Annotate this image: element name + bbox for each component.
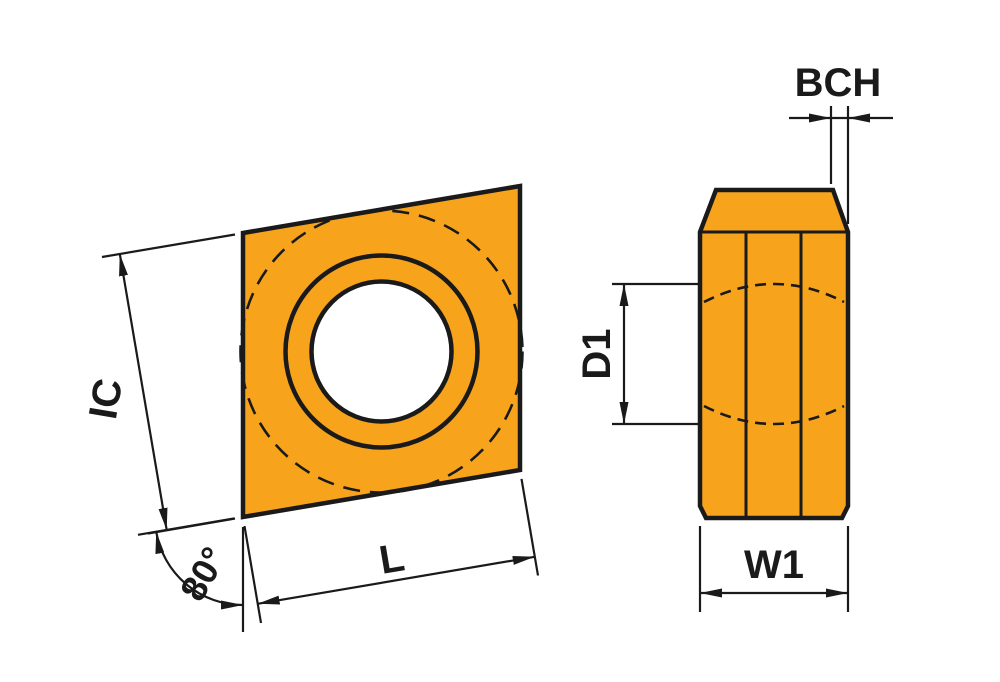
ic-label: IC bbox=[81, 375, 131, 422]
hidden-hole-arc-bottom bbox=[703, 404, 845, 426]
angle-arc bbox=[155, 531, 244, 610]
bch-label: BCH bbox=[795, 61, 882, 105]
d1-dimension: D1 bbox=[575, 282, 698, 426]
length-label: L bbox=[376, 535, 407, 582]
inscribed-circle-dashed bbox=[239, 209, 524, 494]
extension-line bbox=[243, 525, 263, 624]
ic-dimension-line bbox=[118, 253, 168, 531]
extension-line bbox=[101, 233, 236, 259]
hole-bore-circle bbox=[309, 279, 454, 424]
front-view bbox=[239, 183, 524, 520]
w1-label: W1 bbox=[744, 543, 804, 587]
length-dimension-line bbox=[257, 555, 535, 605]
w1-dimension: W1 bbox=[698, 526, 850, 612]
length-dimension: L bbox=[243, 478, 540, 624]
hole-counterbore-circle bbox=[283, 253, 480, 450]
hidden-hole-arc-top bbox=[703, 282, 845, 304]
extension-line bbox=[520, 478, 540, 576]
d1-label: D1 bbox=[575, 328, 619, 379]
angle-dimension: 80° bbox=[137, 517, 245, 632]
extension-line bbox=[137, 517, 235, 536]
side-view bbox=[697, 187, 851, 521]
angle-label: 80° bbox=[172, 540, 235, 608]
bch-dimension: BCH bbox=[789, 61, 893, 224]
ic-dimension: IC bbox=[81, 233, 236, 535]
insert-side-body bbox=[697, 187, 851, 521]
